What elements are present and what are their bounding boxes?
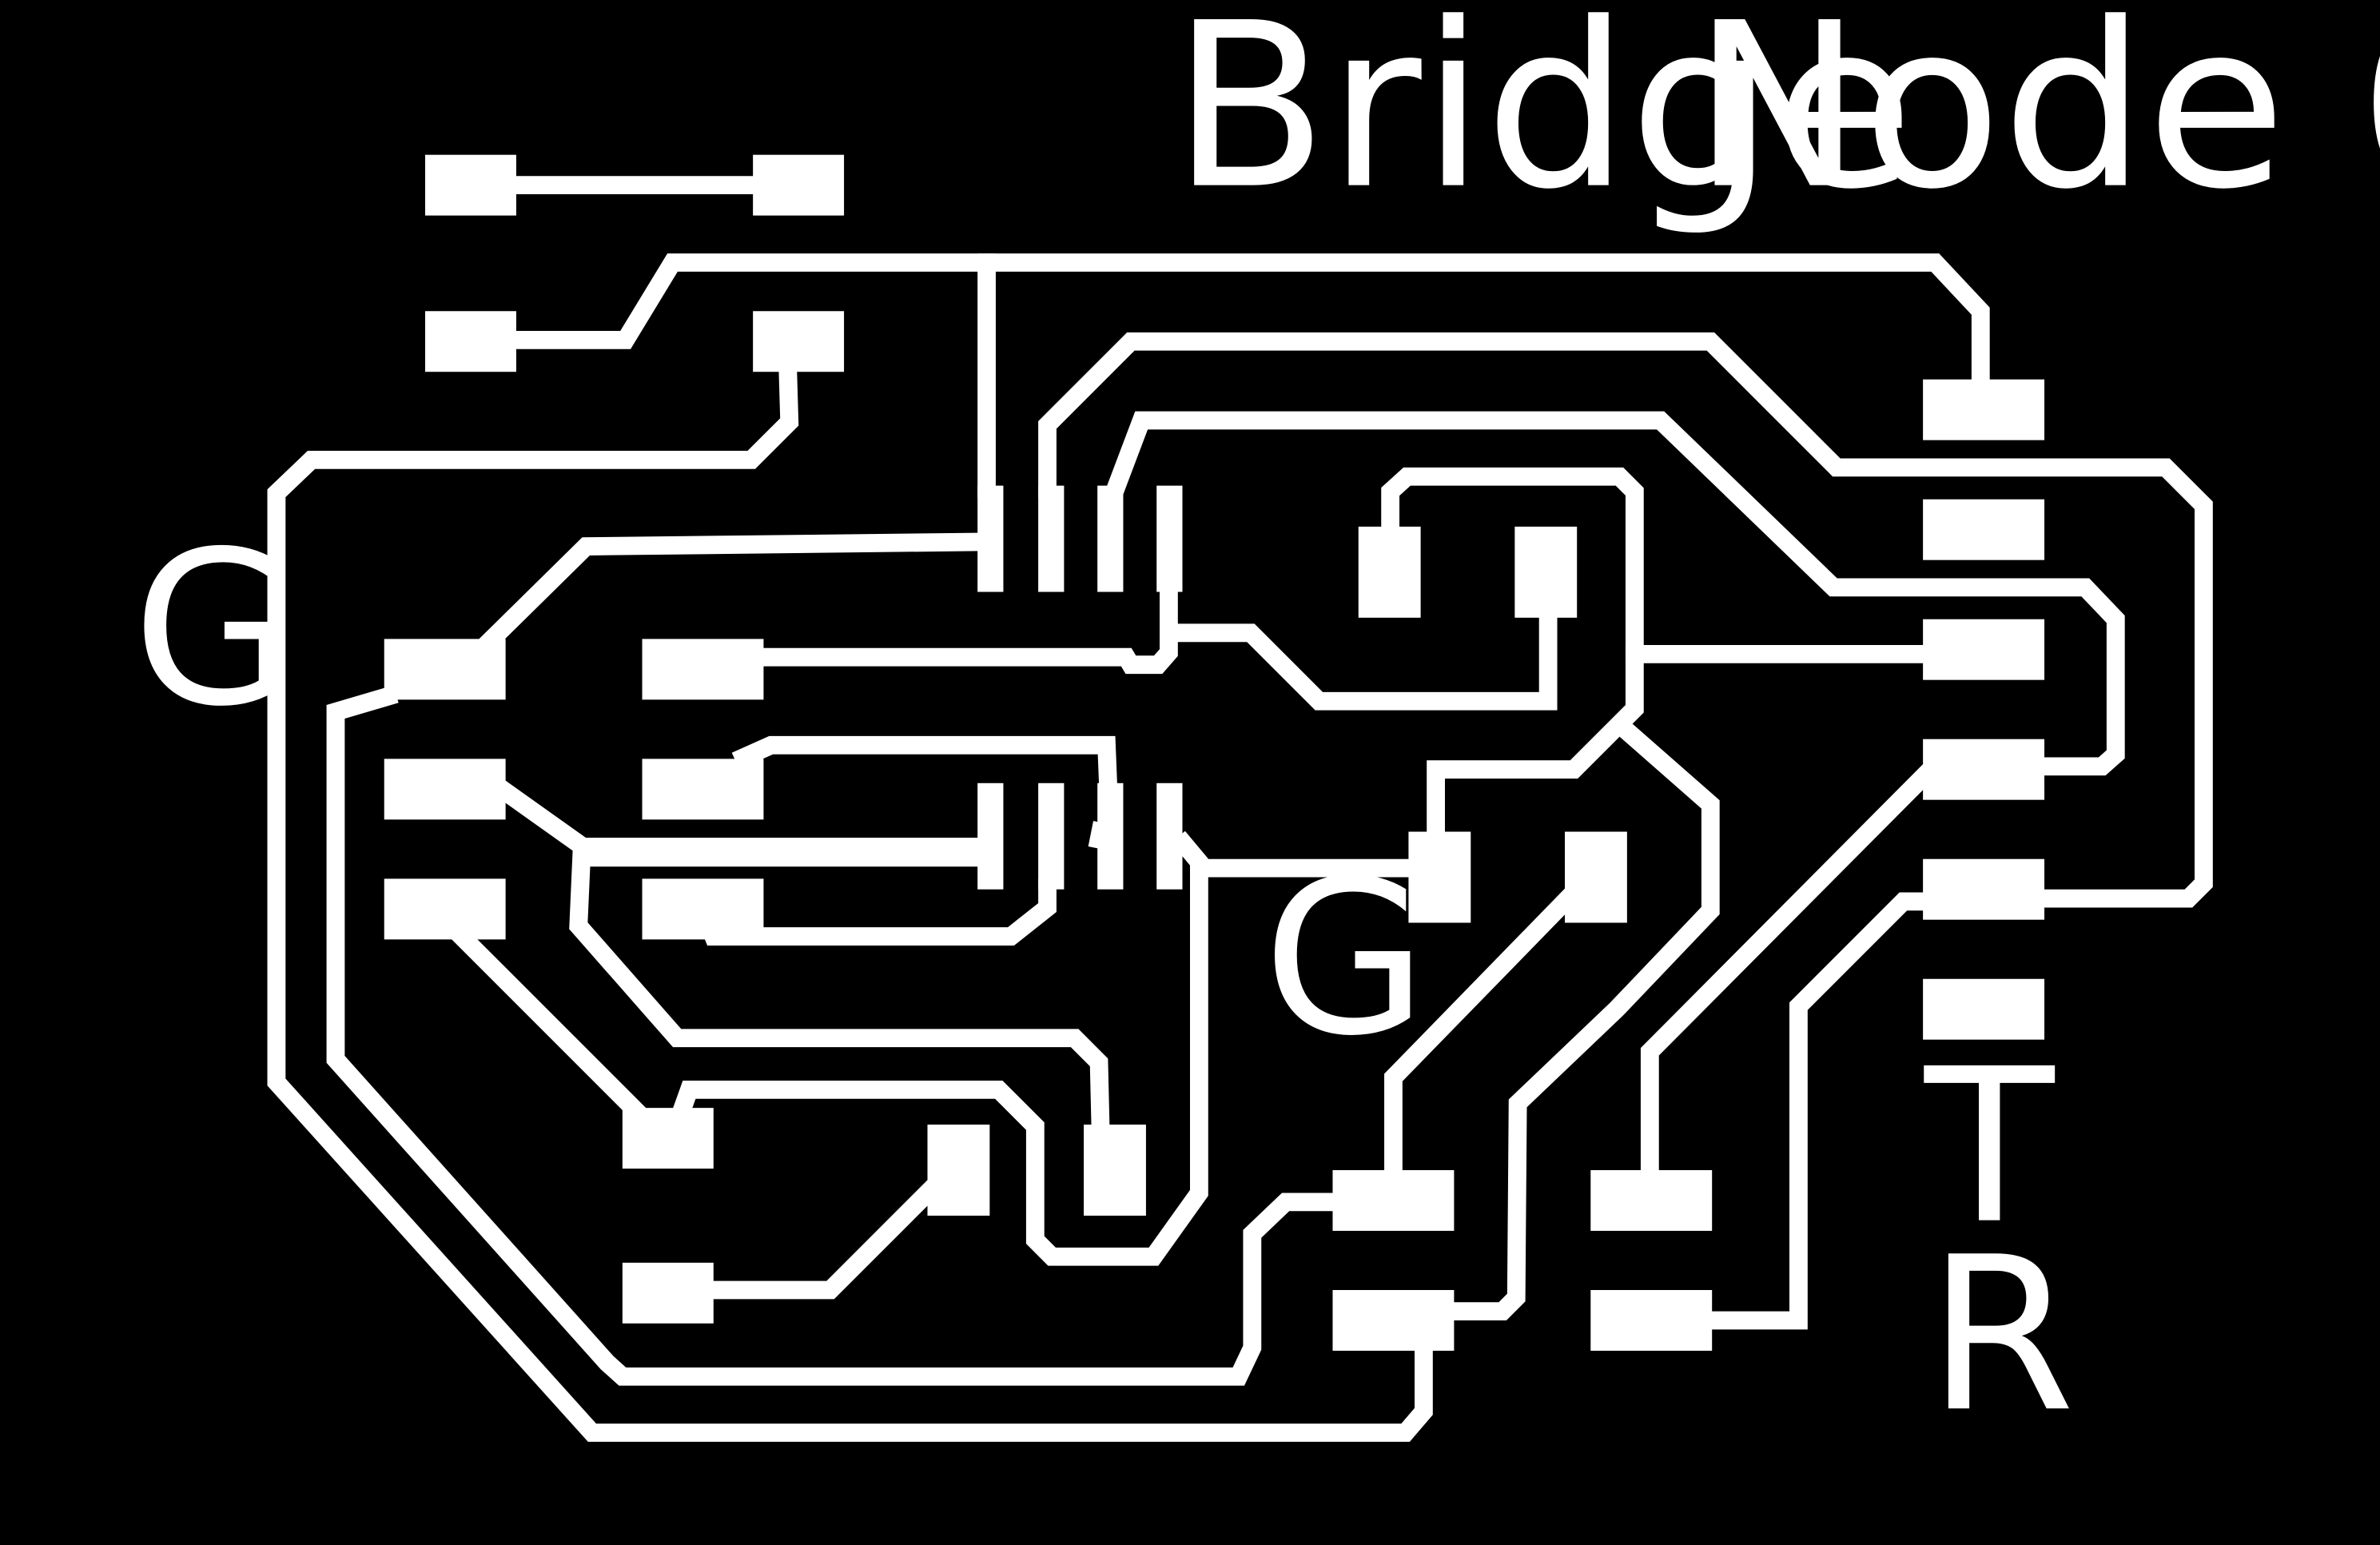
pad bbox=[753, 154, 845, 216]
trace bbox=[1384, 885, 1581, 1180]
tx-label: T bbox=[1921, 1023, 2057, 1271]
pad bbox=[1923, 858, 2045, 920]
bridge-label: Bridge bbox=[1172, 0, 1913, 240]
trace bbox=[754, 579, 1178, 675]
trace bbox=[704, 1178, 942, 1300]
pad bbox=[977, 485, 1004, 592]
trace bbox=[491, 778, 989, 856]
pad bbox=[642, 759, 764, 820]
pad bbox=[1923, 978, 2045, 1040]
pad bbox=[1038, 782, 1065, 890]
trace bbox=[569, 848, 1110, 1136]
rx-label: R bbox=[1928, 1211, 2076, 1459]
pad bbox=[642, 878, 764, 940]
trace bbox=[452, 926, 667, 1142]
trace bbox=[1168, 607, 1558, 711]
pad bbox=[753, 311, 845, 372]
pad bbox=[1332, 1289, 1455, 1351]
pad bbox=[1923, 379, 2045, 440]
pad bbox=[424, 311, 516, 372]
pad bbox=[1514, 526, 1578, 618]
pad bbox=[1565, 831, 1627, 923]
pad bbox=[424, 154, 516, 216]
pad bbox=[642, 639, 764, 700]
trace bbox=[1640, 764, 1936, 1180]
pad bbox=[1358, 526, 1421, 618]
trace bbox=[1038, 332, 2213, 908]
trace bbox=[731, 735, 1118, 793]
trace bbox=[1104, 411, 2125, 776]
pad bbox=[384, 878, 506, 940]
trace bbox=[326, 685, 1345, 1386]
pad bbox=[1097, 782, 1124, 890]
pad bbox=[1923, 499, 2045, 560]
pad bbox=[1156, 782, 1183, 890]
trace bbox=[507, 253, 1990, 389]
trace bbox=[267, 360, 1433, 1442]
trace bbox=[1381, 467, 1644, 841]
trace bbox=[670, 830, 1208, 1266]
pad bbox=[1408, 831, 1471, 923]
pad bbox=[1923, 619, 2045, 680]
trace bbox=[1445, 715, 1720, 1320]
pad bbox=[1590, 1289, 1713, 1351]
copper-pads bbox=[384, 154, 2045, 1351]
pad bbox=[384, 639, 506, 700]
traces bbox=[267, 176, 2213, 1442]
pad bbox=[1038, 485, 1065, 592]
pad bbox=[1084, 1125, 1146, 1216]
pad bbox=[927, 1125, 990, 1216]
pad bbox=[1332, 1169, 1455, 1231]
pad bbox=[977, 782, 1004, 890]
pad bbox=[1590, 1169, 1713, 1231]
pad bbox=[622, 1108, 714, 1169]
pad bbox=[1923, 739, 2045, 800]
trace bbox=[470, 532, 997, 661]
node-label: Node 0 bbox=[1693, 0, 2380, 240]
pad bbox=[1097, 485, 1124, 592]
trace bbox=[1702, 892, 1932, 1330]
pad bbox=[1156, 485, 1183, 592]
pad bbox=[384, 759, 506, 820]
pad bbox=[622, 1262, 714, 1324]
